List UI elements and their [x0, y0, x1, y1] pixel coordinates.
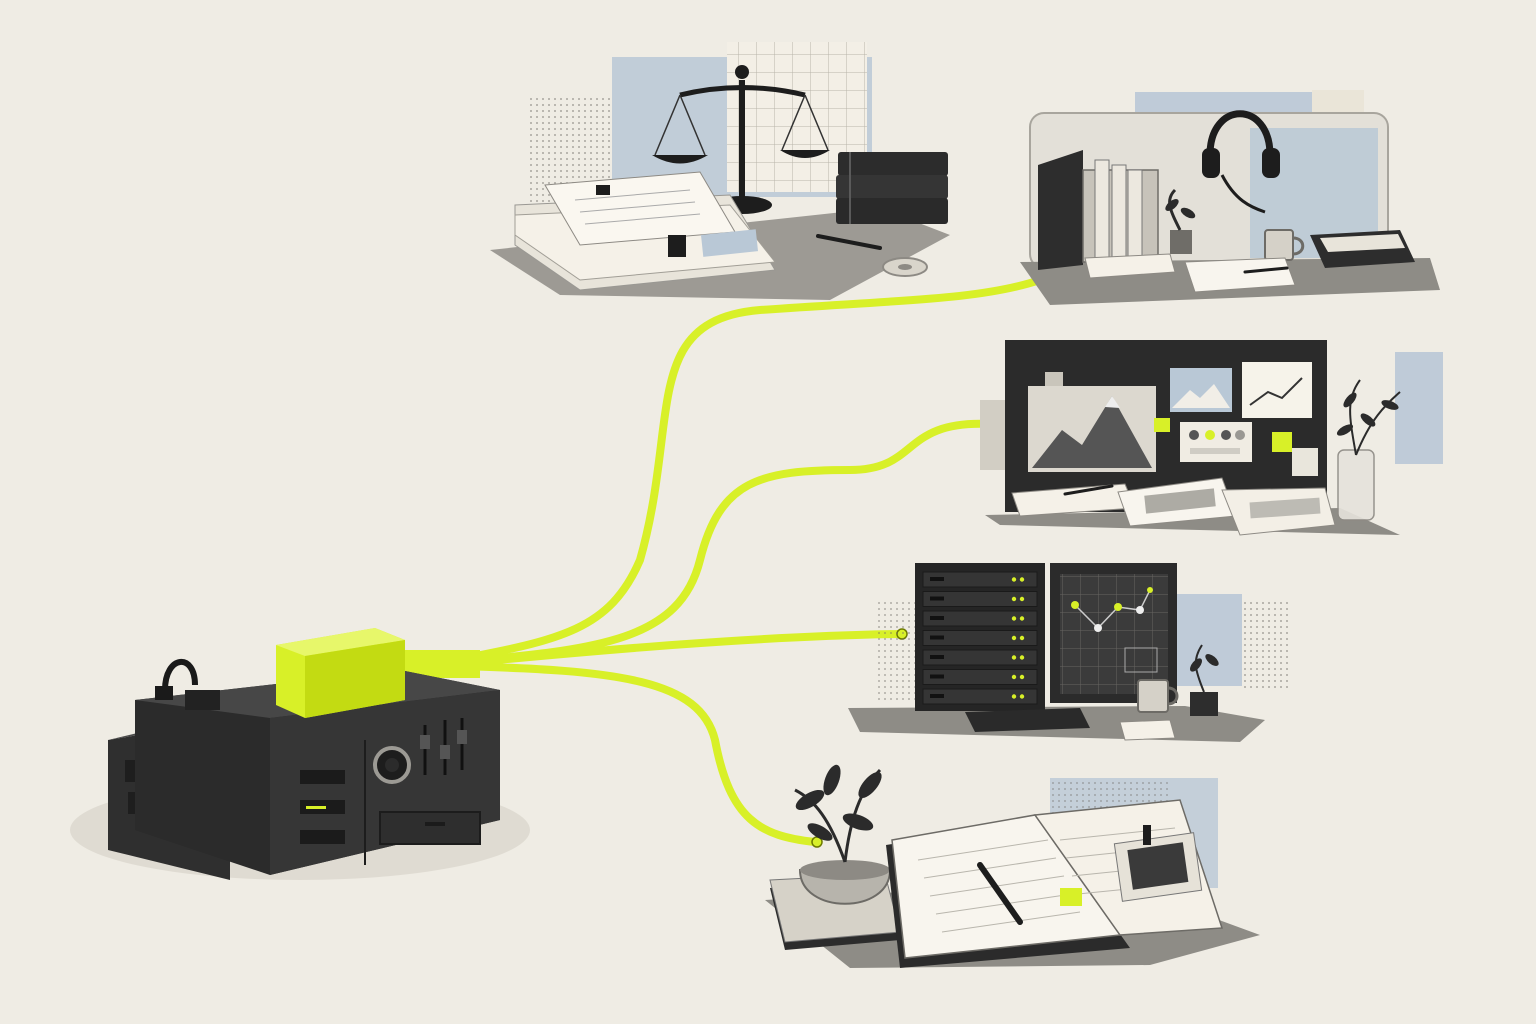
network-monitor-icon — [1050, 563, 1177, 703]
central-machine-icon — [70, 628, 530, 880]
rack-led — [1019, 674, 1025, 680]
rack-led — [1019, 596, 1025, 602]
pen-on-notebook-icon — [977, 862, 1023, 925]
glowing-cube-icon — [276, 628, 405, 718]
headset-icon — [1020, 90, 1440, 305]
law-books-icon — [836, 152, 948, 224]
rack-slot — [930, 577, 944, 581]
rack-led — [1011, 616, 1017, 621]
mood-board-icon — [980, 340, 1443, 536]
connector-to-infrastructure — [451, 630, 904, 668]
rack-led — [1011, 694, 1017, 699]
small-plant-icon — [1165, 188, 1196, 254]
rack-led — [1011, 635, 1017, 641]
connector-lines — [400, 276, 1044, 846]
slider-switches-icon — [420, 718, 467, 775]
rack-unit — [922, 571, 1038, 588]
rack-led — [1019, 577, 1025, 582]
rack-led — [1011, 655, 1017, 660]
rack-unit — [922, 688, 1038, 705]
document-stack-icon — [514, 171, 776, 291]
rack-slot — [930, 655, 944, 659]
connector-to-support — [451, 276, 1044, 664]
rack-slot — [930, 596, 944, 601]
connector-to-planning — [451, 419, 994, 666]
rack-unit — [922, 630, 1038, 646]
scales-of-justice-icon — [490, 42, 950, 300]
potted-plant-icon — [794, 764, 892, 905]
pen-icon — [816, 234, 882, 250]
rack-led — [1019, 616, 1025, 621]
inbox-tray-icon — [1310, 230, 1415, 268]
rack-led — [1019, 655, 1025, 660]
rack-led — [1011, 577, 1017, 582]
sticky-note-icon — [1154, 418, 1170, 432]
power-plug-icon — [155, 659, 220, 710]
rack-slot — [930, 616, 944, 620]
rack-led — [1019, 635, 1025, 641]
server-rack-icon — [848, 563, 1290, 742]
rack-led — [1011, 674, 1017, 680]
rack-slot — [930, 674, 944, 679]
connector-to-journal — [451, 662, 819, 846]
rack-unit — [922, 610, 1038, 627]
coffee-mug-icon — [1264, 229, 1294, 261]
rack-unit — [922, 591, 1038, 607]
rack-led — [1019, 694, 1025, 699]
rack-unit — [922, 649, 1038, 666]
rack-slot — [930, 694, 944, 698]
keyboard-icon — [965, 708, 1090, 732]
notebook-icon — [765, 764, 1260, 968]
rack-slot — [930, 635, 944, 640]
rack-unit — [922, 669, 1038, 685]
vase-plant-icon — [1336, 379, 1401, 521]
rack-led — [1011, 596, 1017, 602]
